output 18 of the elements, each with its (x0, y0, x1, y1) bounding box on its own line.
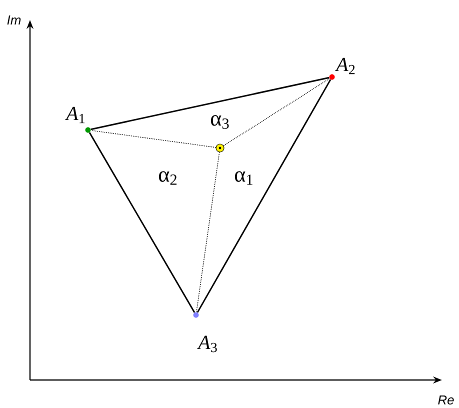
axis-label: Im (7, 16, 21, 24)
angle-label: α$_{2}$ (158, 171, 177, 185)
axis-label: Re (438, 395, 454, 405)
angle-label: α$_{3}$ (210, 115, 229, 129)
dotted-line (196, 152, 220, 312)
point-marker (329, 74, 335, 80)
point-marker (193, 312, 199, 318)
point-marker (216, 144, 224, 152)
triangle-side (90, 76, 330, 130)
point-label: A$_{1}$ (65, 106, 85, 124)
dotted-line (223, 78, 330, 146)
triangle-side (196, 79, 332, 313)
triangle-side (88, 132, 196, 313)
dotted-line (90, 130, 216, 148)
point-marker (85, 127, 91, 133)
point-label: A$_{2}$ (335, 58, 355, 74)
point-label: A$_{3}$ (197, 336, 217, 352)
angle-label: α$_{1}$ (234, 171, 252, 185)
